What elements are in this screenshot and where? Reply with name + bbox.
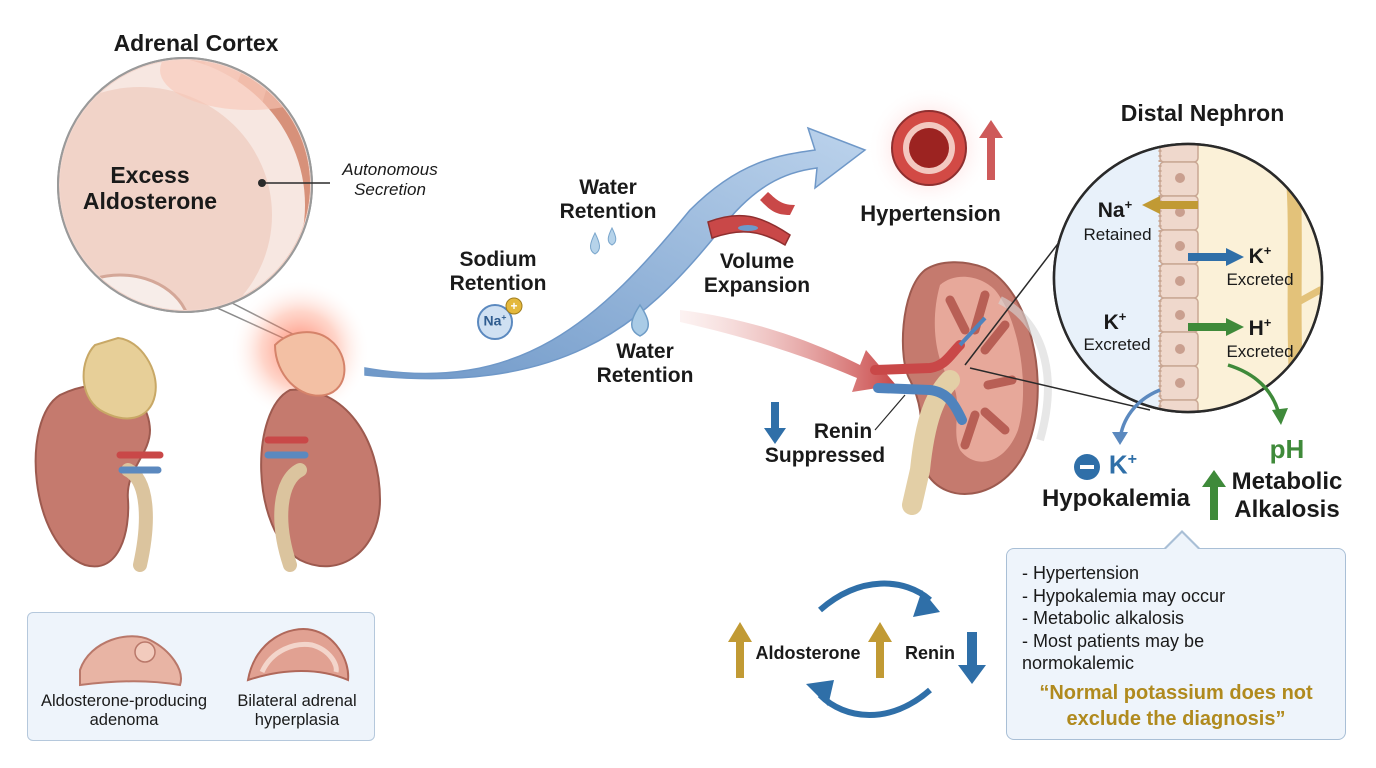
adenoma-line: adenoma — [89, 710, 159, 729]
k-text: K — [1103, 311, 1119, 334]
clinical-notes-list: - Hypertension - Hypokalemia may occur -… — [1022, 562, 1225, 675]
renin-down-arrow-icon — [764, 402, 786, 444]
potassium-secretion-arrow-blue — [1188, 248, 1244, 266]
alkalosis-up-arrow-icon — [1202, 470, 1226, 520]
water-drop-icon — [631, 303, 649, 337]
adenoma-line: Aldosterone-producing — [40, 692, 208, 710]
na-text: Na — [1097, 199, 1125, 222]
aldosterone-up-arrow-icon — [728, 622, 892, 678]
sodium-ion-icon: + — [477, 297, 523, 340]
sodium-ion-label: Na+ — [483, 312, 507, 329]
quote-line: “Normal potassium does not — [1039, 682, 1313, 704]
k-text: K — [1248, 245, 1264, 268]
adenoma-label: Aldosterone-producing adenoma — [32, 692, 216, 730]
hypokalemia-label: Hypokalemia — [1041, 485, 1191, 512]
ph-label: pH — [1269, 434, 1305, 464]
increase-arrow-icon — [979, 120, 1003, 180]
adrenal-cortex-title: Adrenal Cortex — [113, 30, 279, 56]
nephron-hydrogen-label: H+ — [1248, 315, 1272, 340]
note-item: - Hypokalemia may occur — [1022, 585, 1226, 606]
svg-text:+: + — [510, 299, 517, 313]
note-item: - Most patients may be — [1022, 630, 1205, 651]
nephron-potassium-label-right: K+ — [1248, 243, 1272, 268]
retention-line: Retention — [449, 272, 547, 296]
flow-arrow-blue — [364, 126, 867, 380]
h-text: H — [1248, 317, 1264, 340]
alkalosis-curved-arrow — [1227, 363, 1288, 425]
blood-vessel-icon — [707, 192, 795, 247]
renin-cycle-down-arrow-icon — [958, 632, 986, 684]
na-text: Na — [483, 312, 502, 329]
suppressed-line: Suppressed — [764, 444, 886, 468]
callout-pointer-inner — [1165, 533, 1199, 550]
distal-nephron-title: Distal Nephron — [1120, 100, 1285, 126]
hypokalemia-curved-arrow — [1112, 388, 1161, 445]
note-item: - Metabolic alkalosis — [1022, 608, 1185, 628]
sodium-reabsorption-arrow — [1142, 196, 1198, 214]
note-item: - Hypertension — [1022, 563, 1140, 583]
note-item: normokalemic — [1022, 653, 1135, 673]
excess-aldosterone-label: Excess Aldosterone — [80, 162, 220, 215]
kidney-illustration — [870, 261, 1052, 515]
adenoma-icon-overlay — [79, 635, 182, 687]
hyperplasia-label: Bilateral adrenal hyperplasia — [222, 692, 372, 730]
autonomous-line: Autonomous — [342, 160, 438, 179]
flow-arrow-red — [680, 310, 896, 392]
water-retention-label-bottom: Water Retention — [585, 340, 705, 388]
metabolic-line: Metabolic — [1231, 468, 1343, 495]
renin-pointer-line — [874, 394, 906, 431]
secretion-line: Secretion — [354, 179, 426, 199]
nephron-sodium-label: Na+ — [1097, 197, 1133, 222]
sodium-retention-label: Sodium Retention — [438, 248, 558, 296]
normal-kidney-illustration — [34, 336, 164, 572]
hydrogen-excreted-label: Excreted — [1226, 342, 1294, 361]
hyperplasia-line: Bilateral adrenal — [237, 692, 357, 710]
nephron-potassium-label-left: K+ — [1103, 309, 1127, 334]
feedback-cycle-arrows — [806, 580, 940, 718]
cycle-renin-label: Renin — [904, 643, 955, 663]
quote-line: exclude the diagnosis” — [1066, 708, 1286, 730]
volume-line: Volume — [719, 250, 795, 273]
cycle-aldosterone-label: Aldosterone — [755, 643, 861, 663]
hyperplasia-icon-overlay — [246, 628, 350, 682]
water-drops-icon — [590, 226, 617, 255]
hydrogen-secretion-arrow-green — [1188, 318, 1244, 336]
renin-suppressed-label: Renin Suppressed — [750, 420, 900, 468]
metabolic-alkalosis-label: Metabolic Alkalosis — [1222, 468, 1352, 523]
potassium-excreted-label-left: Excreted — [1083, 335, 1151, 354]
alkalosis-line: Alkalosis — [1234, 495, 1340, 523]
retention-line: Retention — [559, 200, 657, 224]
sodium-line: Sodium — [459, 248, 537, 271]
k-text: K — [1108, 449, 1128, 480]
decrease-minus-icon — [1074, 454, 1100, 480]
potassium-excreted-label-right: Excreted — [1226, 270, 1294, 289]
clinical-notes-box — [1006, 548, 1346, 740]
diagnosis-quote: “Normal potassium does not exclude the d… — [1014, 680, 1338, 732]
sodium-retained-label: Retained — [1083, 225, 1152, 244]
expansion-line: Expansion — [703, 274, 811, 298]
potassium-outcome-label: K+ — [1108, 449, 1138, 480]
adrenal-adenoma-kidney-illustration — [230, 280, 382, 572]
hypertension-label: Hypertension — [860, 201, 1001, 226]
hyperplasia-line: hyperplasia — [254, 710, 340, 729]
water-line: Water — [579, 176, 637, 199]
water-line: Water — [616, 340, 674, 363]
excess-line: Excess — [110, 162, 190, 188]
retention-line: Retention — [596, 364, 694, 388]
hypertension-vessel-icon — [867, 86, 991, 210]
volume-expansion-label: Volume Expansion — [690, 250, 824, 298]
water-retention-label-top: Water Retention — [548, 176, 668, 224]
aldosterone-line: Aldosterone — [82, 188, 218, 215]
renin-line: Renin — [813, 420, 873, 443]
autonomous-secretion-label: Autonomous Secretion — [320, 160, 460, 199]
